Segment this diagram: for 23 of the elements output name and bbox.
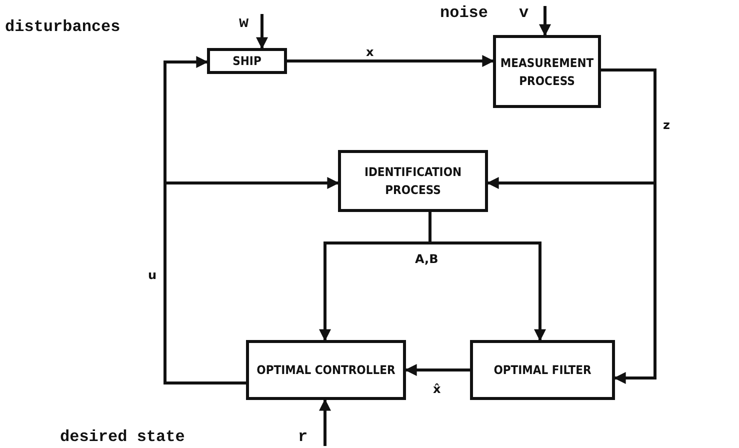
arrow: [404, 364, 470, 376]
process-box: [338, 150, 488, 212]
arrow: [287, 55, 494, 67]
box-label: OPTIMAL CONTROLLER: [256, 362, 396, 379]
signal-label: noise: [440, 4, 488, 22]
box-label: OPTIMAL FILTER: [494, 362, 592, 379]
process-box: [207, 48, 287, 74]
edge-label: A,B: [414, 252, 440, 266]
process-box: [470, 340, 615, 400]
arrow: [164, 177, 340, 384]
box-label: SHIP: [232, 53, 262, 70]
box-label: MEASUREMENT PROCESS: [499, 54, 595, 90]
edge-label: x̂: [432, 382, 442, 396]
box-label: IDENTIFICATION PROCESS: [363, 164, 463, 199]
arrow: [539, 6, 551, 36]
signal-label: desired state: [60, 428, 185, 446]
signal-label: disturbances: [5, 18, 120, 36]
arrow: [319, 398, 331, 446]
arrow: [256, 14, 268, 50]
process-box: [493, 35, 601, 108]
process-box: [246, 340, 406, 400]
arrow: [428, 212, 546, 342]
arrow: [601, 68, 656, 384]
